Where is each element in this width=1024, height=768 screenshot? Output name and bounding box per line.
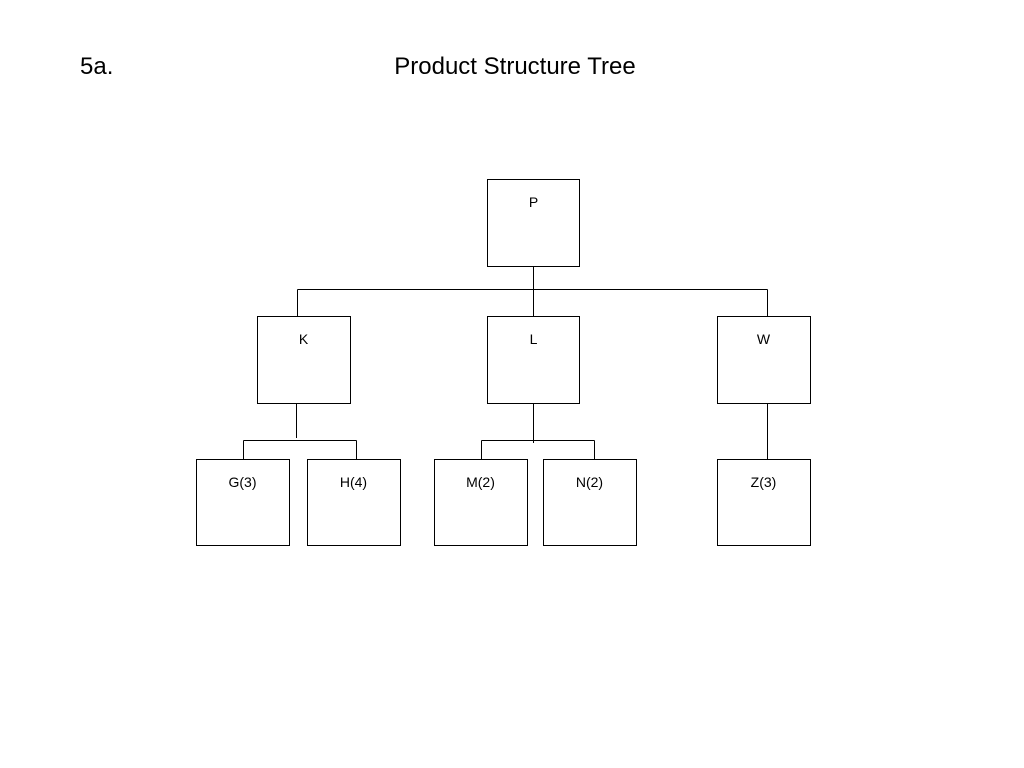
connectors [243, 266, 768, 459]
node-k-label: K [299, 331, 309, 347]
node-g-label: G(3) [229, 474, 257, 490]
node-n: N(2) [543, 459, 637, 546]
node-z-label: Z(3) [751, 474, 777, 490]
node-l: L [487, 316, 580, 404]
node-l-label: L [530, 331, 538, 347]
node-h: H(4) [307, 459, 401, 546]
node-w-label: W [757, 331, 771, 347]
slide-number: 5a. [80, 53, 114, 80]
node-p: P [487, 179, 580, 267]
node-w: W [717, 316, 811, 404]
node-z: Z(3) [717, 459, 811, 546]
node-m-label: M(2) [466, 474, 495, 490]
node-h-label: H(4) [340, 474, 367, 490]
slide-title: Product Structure Tree [394, 53, 636, 80]
node-n-label: N(2) [576, 474, 603, 490]
node-p-label: P [529, 194, 538, 210]
node-k: K [257, 316, 351, 404]
node-g: G(3) [196, 459, 290, 546]
node-m: M(2) [434, 459, 528, 546]
